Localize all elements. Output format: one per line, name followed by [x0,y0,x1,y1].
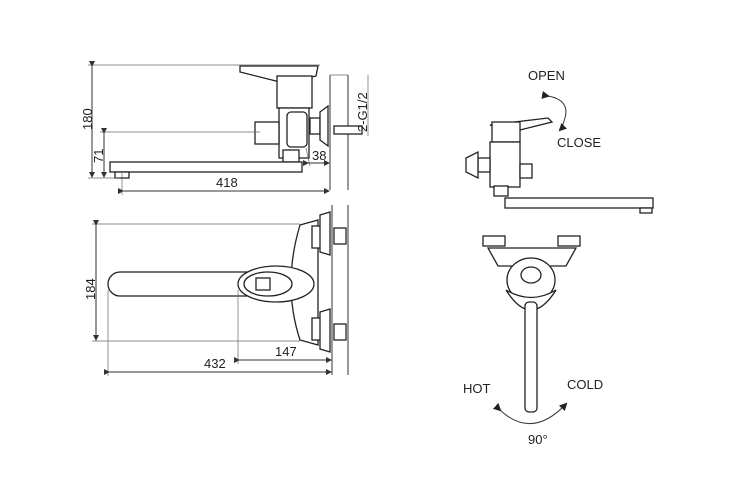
open-label: OPEN [528,68,565,83]
dim-width: 184 [83,278,98,300]
dim-length: 418 [216,175,238,190]
dim-height-total: 180 [80,108,95,130]
cold-label: COLD [567,377,603,392]
dim-spout-height: 71 [91,149,106,163]
top-dimensions: 184 147 432 [83,220,332,376]
dim-offset: 38 [312,148,326,163]
front-view: HOT COLD 90° [463,235,603,447]
dim-length-top: 432 [204,356,226,371]
side-view: 180 71 418 38 2-G1/2 [80,61,370,195]
angle-label: 90° [528,432,548,447]
wall-top [331,205,349,375]
dim-connection: 2-G1/2 [355,92,370,132]
dim-handle-offset: 147 [275,344,297,359]
faucet-top [107,211,347,353]
faucet-side [109,65,363,179]
hot-label: HOT [463,381,491,396]
lever-view: OPEN CLOSE [465,68,654,214]
side-dimensions: 180 71 418 38 2-G1/2 [80,61,370,195]
top-view: 184 147 432 [83,205,349,376]
close-label: CLOSE [557,135,601,150]
